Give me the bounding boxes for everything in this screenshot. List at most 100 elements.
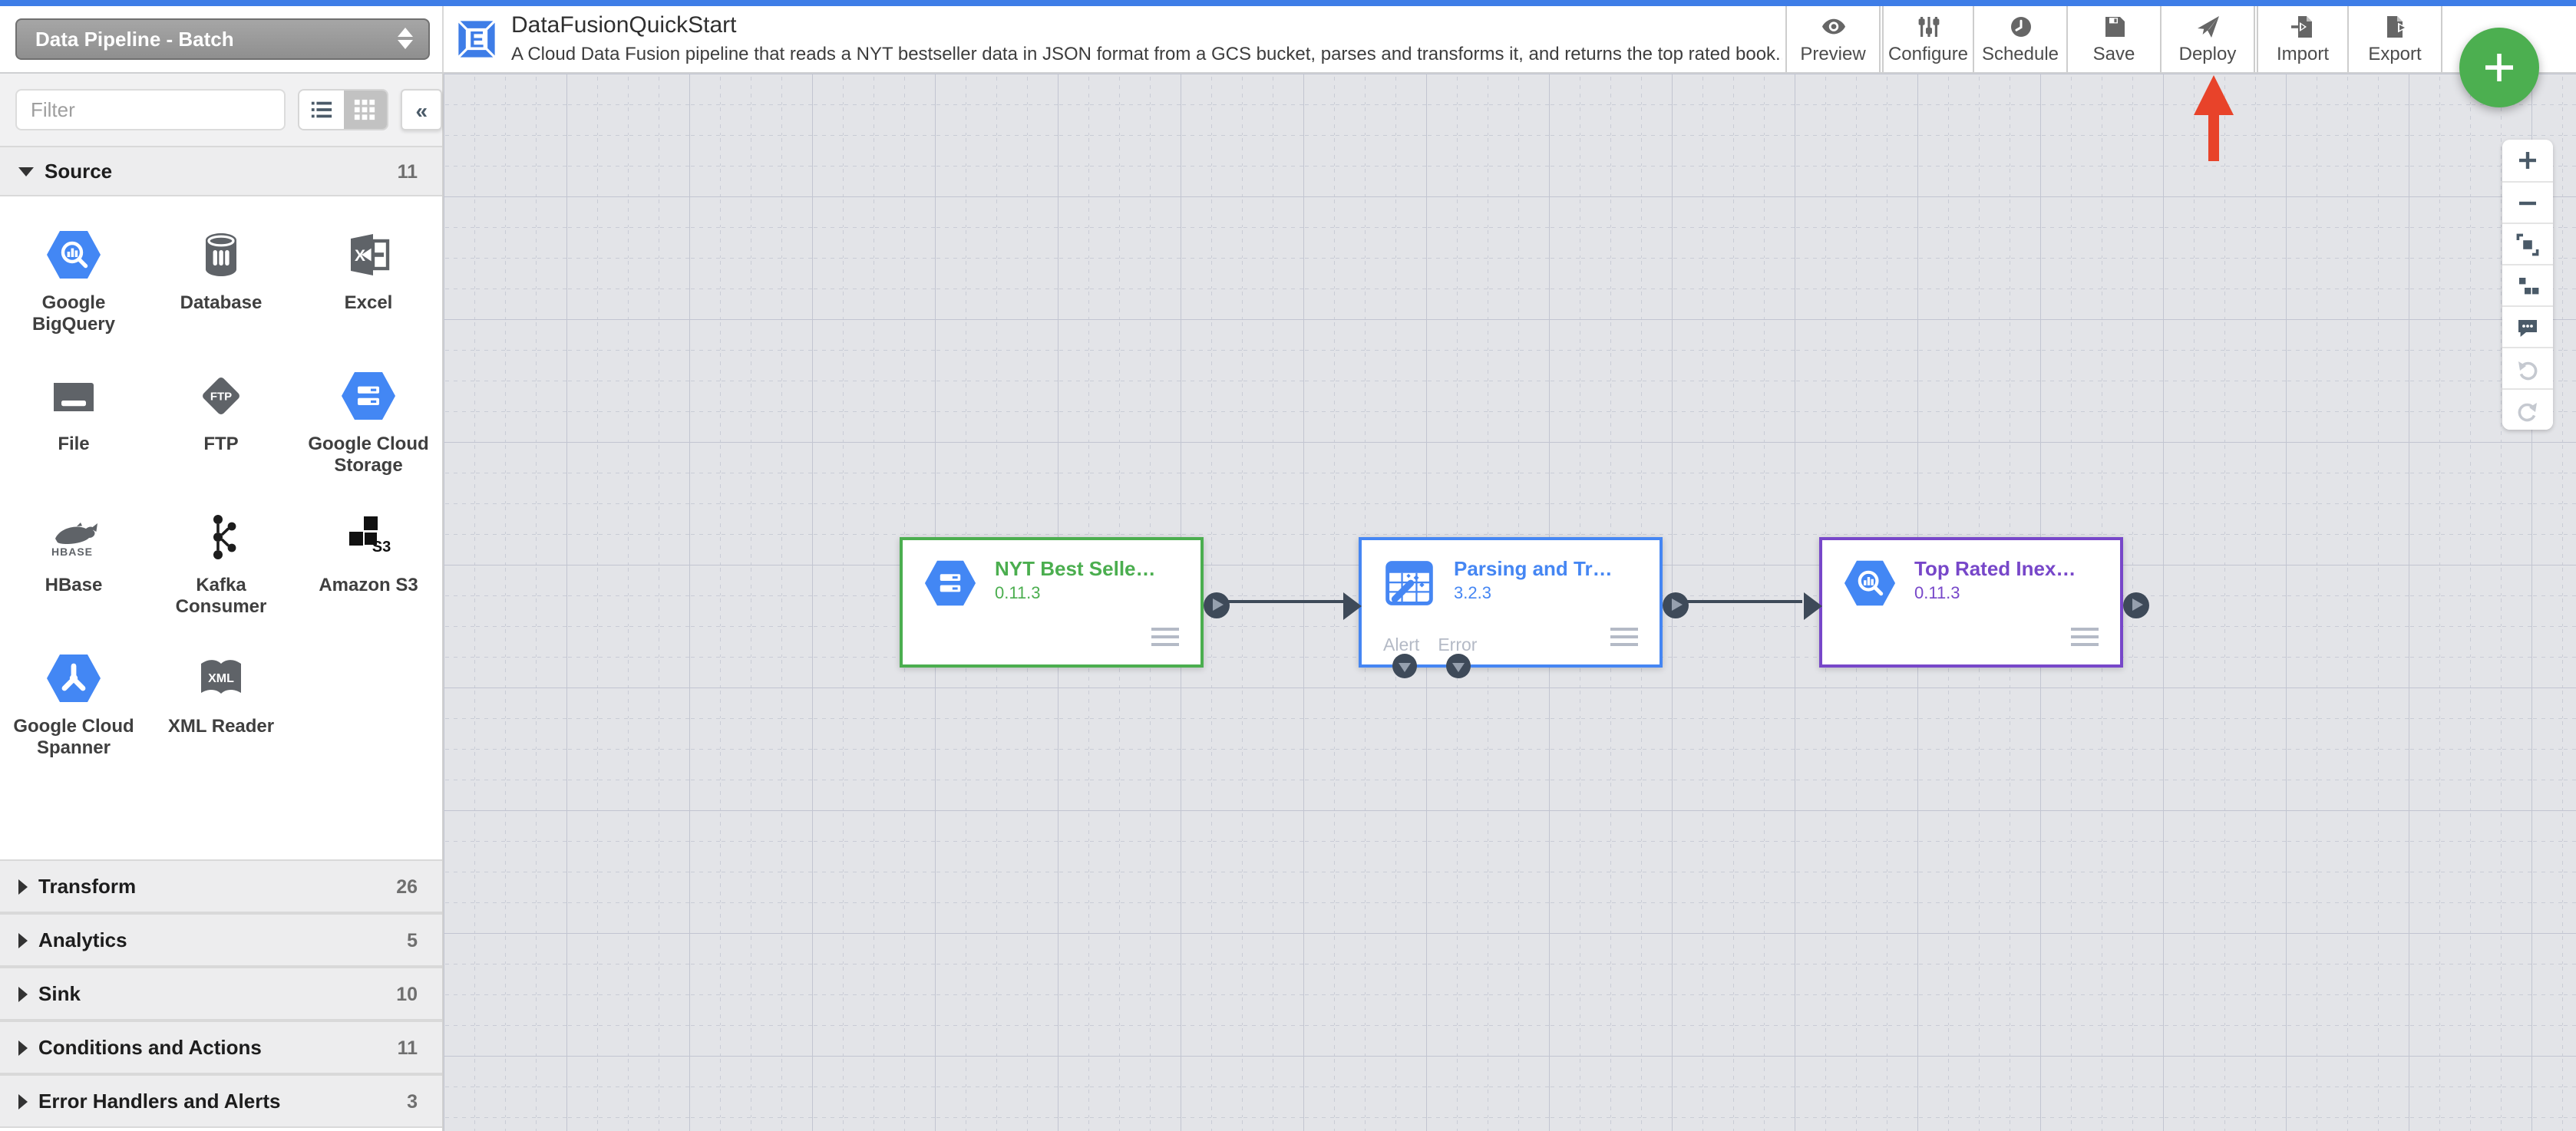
plus-icon — [2519, 152, 2536, 169]
node-version: 0.11.3 — [995, 585, 1041, 603]
plugin-database[interactable]: Database — [147, 227, 295, 368]
chevron-double-left-icon: « — [415, 97, 428, 122]
svg-text:HBASE: HBASE — [51, 546, 93, 558]
clock-icon — [2010, 17, 2030, 37]
save-button[interactable]: Save — [2066, 6, 2160, 72]
svg-text:E: E — [469, 28, 484, 52]
schedule-button[interactable]: Schedule — [1973, 6, 2066, 72]
node-parsing-and-transform[interactable]: Parsing and Tr… 3.2.3 Alert Error — [1343, 537, 1689, 678]
sidebar-header: Data Pipeline - Batch — [0, 6, 444, 72]
node-menu-icon[interactable] — [1151, 628, 1179, 646]
export-button[interactable]: Export — [2347, 6, 2441, 72]
svg-text:FTP: FTP — [210, 391, 232, 404]
folder-icon — [54, 383, 94, 411]
gcs-icon — [342, 372, 395, 420]
sliders-icon — [1917, 17, 1939, 37]
cdap-logo-icon: E — [458, 21, 495, 58]
collapse-panel-button[interactable]: « — [401, 89, 442, 130]
caret-down-icon — [18, 167, 34, 176]
spanner-icon — [47, 655, 101, 702]
connection-node1-node2 — [1217, 600, 1343, 603]
node-menu-icon[interactable] — [1610, 628, 1638, 646]
pipeline-canvas[interactable]: NYT Best Selle… 0.11.3 Par — [444, 74, 2576, 1131]
preview-button[interactable]: Preview — [1785, 6, 1879, 72]
output-port[interactable] — [2123, 592, 2149, 618]
canvas-zoom-toolbar — [2502, 140, 2553, 430]
deploy-button[interactable]: Deploy — [2160, 6, 2254, 72]
plugin-excel[interactable]: X Excel — [295, 227, 442, 368]
zoom-out-button[interactable] — [2502, 181, 2553, 223]
error-port[interactable] — [1446, 654, 1471, 678]
caret-right-icon — [18, 1040, 28, 1055]
redo-button[interactable] — [2502, 388, 2553, 430]
filter-input[interactable] — [15, 89, 286, 130]
eye-icon — [1821, 18, 1844, 35]
caret-right-icon — [18, 932, 28, 948]
configure-button[interactable]: Configure — [1879, 6, 1973, 72]
action-toolbar: Preview Configure Schedule — [1785, 6, 2442, 72]
grid-view-button[interactable] — [343, 91, 388, 129]
plugin-ftp[interactable]: FTP FTP — [147, 368, 295, 509]
plugin-file[interactable]: File — [0, 368, 147, 509]
node-top-rated-inexpensive[interactable]: Top Rated Inex… 0.11.3 — [1804, 537, 2149, 668]
import-icon — [2290, 16, 2311, 38]
align-nodes-button[interactable] — [2502, 264, 2553, 305]
node-version: 0.11.3 — [1914, 585, 1960, 603]
source-plugins: Google BigQuery Database X — [0, 196, 442, 859]
caret-right-icon — [18, 1093, 28, 1109]
input-port[interactable] — [1343, 592, 1362, 619]
import-button[interactable]: Import — [2254, 6, 2347, 72]
node-version: 3.2.3 — [1454, 585, 1491, 603]
excel-icon: X — [351, 234, 390, 275]
hbase-icon: HBASE — [51, 523, 97, 558]
zoom-in-button[interactable] — [2502, 140, 2553, 181]
list-view-button[interactable] — [299, 91, 344, 129]
undo-icon — [2518, 361, 2538, 380]
section-sink[interactable]: Sink 10 — [0, 967, 442, 1021]
plugin-hbase[interactable]: HBASE HBase — [0, 509, 147, 651]
section-conditions-and-actions[interactable]: Conditions and Actions 11 — [0, 1021, 442, 1074]
node-title: Top Rated Inex… — [1914, 557, 2076, 580]
add-comment-button[interactable] — [2502, 305, 2553, 347]
svg-text:X: X — [355, 247, 365, 265]
align-nodes-icon — [2519, 277, 2539, 294]
alert-port[interactable] — [1392, 654, 1417, 678]
node-menu-icon[interactable] — [2071, 628, 2099, 646]
section-analytics[interactable]: Analytics 5 — [0, 913, 442, 967]
plugin-amazon-s3[interactable]: S3 Amazon S3 — [295, 509, 442, 651]
plugin-kafka-consumer[interactable]: Kafka Consumer — [147, 509, 295, 651]
view-toggle — [298, 89, 389, 130]
section-error-handlers-and-alerts[interactable]: Error Handlers and Alerts 3 — [0, 1074, 442, 1128]
pipeline-title: DataFusionQuickStart — [511, 12, 737, 38]
plus-icon — [2485, 54, 2513, 81]
fit-to-screen-icon — [2516, 232, 2539, 256]
redo-icon — [2518, 402, 2537, 421]
header: Data Pipeline - Batch E DataFusionQuickS… — [0, 6, 2576, 74]
section-source[interactable]: Source 11 — [0, 146, 442, 196]
pipeline-meta: DataFusionQuickStart A Cloud Data Fusion… — [511, 11, 1782, 68]
plugin-google-cloud-storage[interactable]: Google Cloud Storage — [295, 368, 442, 509]
connection-node2-node3 — [1676, 600, 1802, 603]
node-nyt-best-sellers[interactable]: NYT Best Selle… 0.11.3 — [900, 537, 1230, 668]
s3-icon: S3 — [349, 516, 391, 556]
input-port[interactable] — [1804, 592, 1822, 619]
kafka-icon — [213, 515, 236, 559]
paper-plane-icon — [2197, 16, 2218, 38]
svg-text:S3: S3 — [372, 539, 391, 556]
output-port[interactable] — [1663, 592, 1689, 618]
fit-to-screen-button[interactable] — [2502, 223, 2553, 264]
node-title: Parsing and Tr… — [1454, 557, 1613, 580]
plugin-google-cloud-spanner[interactable]: Google Cloud Spanner — [0, 651, 147, 792]
undo-button[interactable] — [2502, 347, 2553, 388]
pipeline-type-label: Data Pipeline - Batch — [35, 28, 234, 51]
wrangler-icon — [1385, 561, 1433, 605]
pipeline-type-select[interactable]: Data Pipeline - Batch — [15, 18, 430, 60]
caret-right-icon — [18, 879, 28, 894]
plugin-xml-reader[interactable]: XML XML Reader — [147, 651, 295, 792]
output-port[interactable] — [1204, 592, 1230, 618]
plugin-google-bigquery[interactable]: Google BigQuery — [0, 227, 147, 368]
svg-text:XML: XML — [208, 672, 234, 685]
section-transform[interactable]: Transform 26 — [0, 859, 442, 913]
add-entity-button[interactable] — [2459, 28, 2539, 107]
